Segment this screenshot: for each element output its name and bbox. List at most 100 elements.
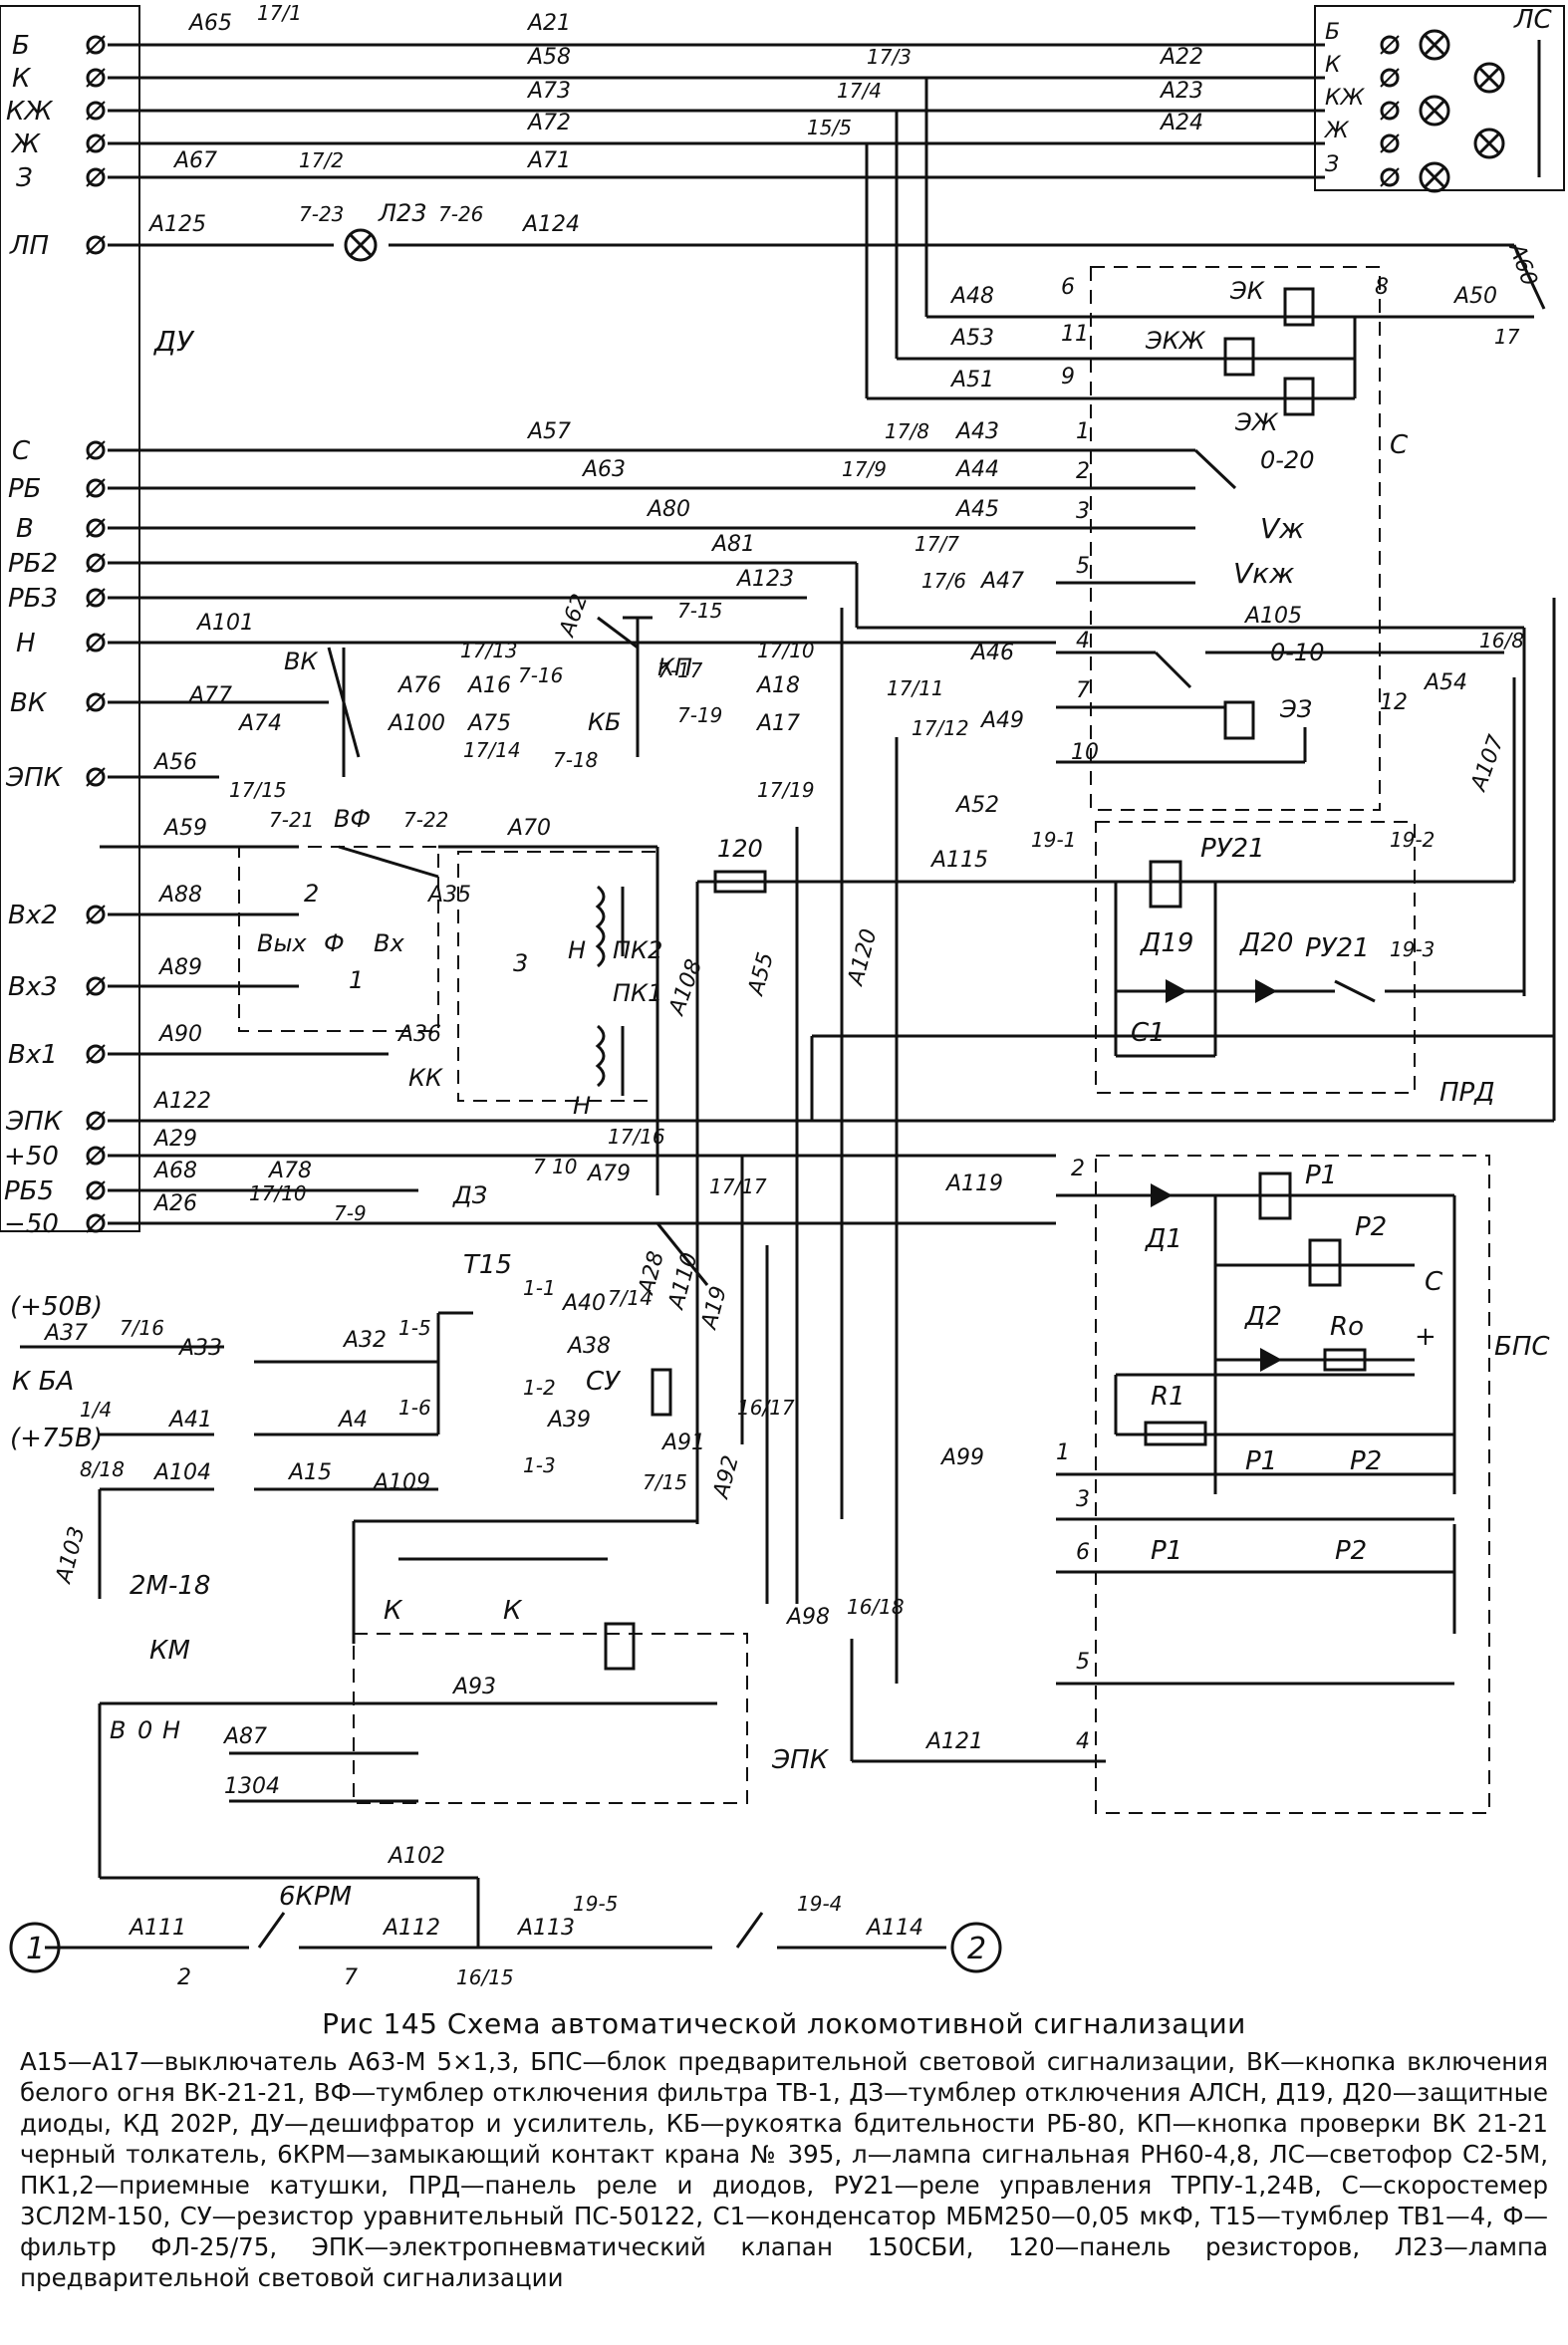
schematic: ДУ БККЖЖЗЛПСРБВРБ2РБ3НВКЭПКВх2Вх3Вх1ЭПК+… bbox=[0, 1, 1565, 1990]
terminal-label-t17-10b: 17/10 bbox=[249, 1181, 307, 1205]
ls-terminal-2: КЖ bbox=[1325, 86, 1366, 111]
bps-wiring bbox=[1056, 1193, 1456, 1763]
component-label-n3: 3 bbox=[513, 949, 528, 977]
connector-2-label: 2 bbox=[967, 1932, 986, 1966]
du-terminal-13: ЭПК bbox=[5, 763, 64, 793]
pin-number-9: 12 bbox=[1380, 690, 1408, 715]
component-label-vf: ВФ bbox=[334, 805, 371, 833]
l23-label: Л23 bbox=[378, 199, 427, 227]
du-terminal-node-12 bbox=[86, 692, 106, 712]
ls-lamps bbox=[1419, 29, 1541, 193]
ekzh-relay-coil bbox=[1223, 337, 1255, 377]
wire-label-a98: А98 bbox=[785, 1605, 830, 1630]
du-terminal-4: З bbox=[16, 163, 33, 193]
wire-label-a19: А19 bbox=[696, 1284, 732, 1334]
wire-label-a81: А81 bbox=[710, 532, 755, 557]
du-terminal-10: РБ3 bbox=[8, 584, 58, 614]
component-label-pk2: ПК2 bbox=[613, 936, 662, 964]
wire-label-a74: А74 bbox=[237, 711, 282, 736]
wire-label-a63: А63 bbox=[581, 457, 626, 482]
k1-label: К bbox=[384, 1596, 403, 1626]
component-label-kk: КК bbox=[408, 1064, 443, 1092]
wire-label-a75: А75 bbox=[466, 711, 511, 736]
vk-kp-kb-group bbox=[327, 616, 653, 777]
pin-number-17: 4 bbox=[1076, 1729, 1090, 1754]
terminal-label-t16-15: 16/15 bbox=[456, 1965, 514, 1989]
pin-number-8: 4 bbox=[1076, 629, 1090, 653]
du-terminal-node-0 bbox=[86, 35, 106, 55]
du-terminal-6: С bbox=[12, 436, 31, 466]
du-terminal-15: Вх3 bbox=[8, 972, 58, 1002]
p2-relay-coil bbox=[1308, 1238, 1342, 1287]
du-block-outline bbox=[0, 5, 140, 1232]
wire-label-a41: А41 bbox=[167, 1408, 212, 1433]
du-terminal-node-6 bbox=[86, 440, 106, 460]
middle-wiring bbox=[108, 448, 1556, 1286]
connector-1-icon bbox=[9, 1922, 61, 1973]
terminal-label-t1-1: 1-1 bbox=[523, 1276, 556, 1300]
wire-label-a48: А48 bbox=[949, 284, 994, 309]
wire-label-a24: А24 bbox=[1159, 111, 1203, 135]
ek-relay-coil bbox=[1283, 287, 1315, 327]
o20-label: 0-20 bbox=[1260, 446, 1314, 474]
wire-label-a40: А40 bbox=[561, 1291, 606, 1316]
wire-label-a99: А99 bbox=[939, 1445, 984, 1470]
wire-label-a18: А18 bbox=[755, 673, 800, 698]
km-h-label: Н bbox=[162, 1716, 180, 1744]
wire-label-a59: А59 bbox=[162, 816, 207, 841]
su-resistor bbox=[651, 1368, 672, 1417]
wire-label-a55: А55 bbox=[743, 950, 779, 1000]
terminal-label-t1-6: 1-6 bbox=[398, 1396, 431, 1420]
wire-label-a78: А78 bbox=[267, 1159, 312, 1183]
du-terminal-node-10 bbox=[86, 588, 106, 608]
wire-label-a65: А65 bbox=[187, 11, 232, 36]
signal-wiring bbox=[108, 43, 1546, 400]
terminal-label-t7-16: 7-16 bbox=[518, 663, 563, 687]
d20-diode-icon bbox=[1255, 979, 1277, 1003]
pin-number-6: 3 bbox=[1076, 499, 1090, 524]
component-label-kb: КБ bbox=[588, 708, 622, 736]
km-o-label: 0 bbox=[137, 1716, 152, 1744]
du-terminal-node-8 bbox=[86, 518, 106, 538]
wire-label-a87: А87 bbox=[222, 1724, 267, 1749]
wire-label-a50: А50 bbox=[1452, 284, 1497, 309]
connector-1-label: 1 bbox=[26, 1932, 45, 1966]
component-label-h: Н bbox=[573, 1092, 591, 1120]
wire-label-a32: А32 bbox=[342, 1328, 387, 1353]
wire-label-a93: А93 bbox=[451, 1675, 496, 1699]
d20-label: Д20 bbox=[1239, 928, 1293, 958]
s-block-outline bbox=[1090, 266, 1381, 811]
d19-diode-icon bbox=[1166, 979, 1187, 1003]
wire-label-a123: А123 bbox=[735, 567, 794, 592]
wire-label-a73: А73 bbox=[526, 79, 571, 104]
terminal-label-t17-11: 17/11 bbox=[887, 676, 944, 700]
component-label-n2: 2 bbox=[304, 880, 319, 908]
component-label-dz: ДЗ bbox=[452, 1181, 487, 1209]
p1c-label: Р1 bbox=[1151, 1536, 1182, 1566]
terminal-label-t7-19: 7-19 bbox=[677, 703, 722, 727]
ezh-relay-coil bbox=[1283, 377, 1315, 416]
wire-label-a115: А115 bbox=[929, 848, 988, 873]
terminal-label-t1-4: 1/4 bbox=[80, 1398, 112, 1422]
terminal-label-t1-2: 1-2 bbox=[523, 1376, 556, 1400]
du-terminal-12: ВК bbox=[10, 688, 48, 718]
su-label: СУ bbox=[586, 1367, 622, 1397]
ru21-label: РУ21 bbox=[1200, 834, 1265, 864]
wire-label-a72: А72 bbox=[526, 111, 571, 135]
wire-label-a114: А114 bbox=[865, 1916, 923, 1941]
du-terminal-node-17 bbox=[86, 1111, 106, 1131]
terminal-label-t7-21: 7-21 bbox=[269, 808, 314, 832]
wire-label-a23: А23 bbox=[1159, 79, 1203, 104]
terminal-label-t17-10: 17/10 bbox=[757, 639, 815, 662]
du-terminal-node-2 bbox=[86, 101, 106, 121]
prd-label: ПРД bbox=[1439, 1078, 1495, 1108]
du-terminal-11: Н bbox=[16, 629, 36, 658]
wire-label-a56: А56 bbox=[152, 750, 197, 775]
wire-label-a100: А100 bbox=[387, 711, 445, 736]
wire-label-a90: А90 bbox=[157, 1022, 202, 1047]
wire-label-a38: А38 bbox=[566, 1334, 611, 1359]
wire-label-a1304: 1304 bbox=[224, 1774, 280, 1799]
terminal-label-t7-18: 7-18 bbox=[553, 748, 598, 772]
ls-terminal-node-4 bbox=[1380, 167, 1400, 187]
